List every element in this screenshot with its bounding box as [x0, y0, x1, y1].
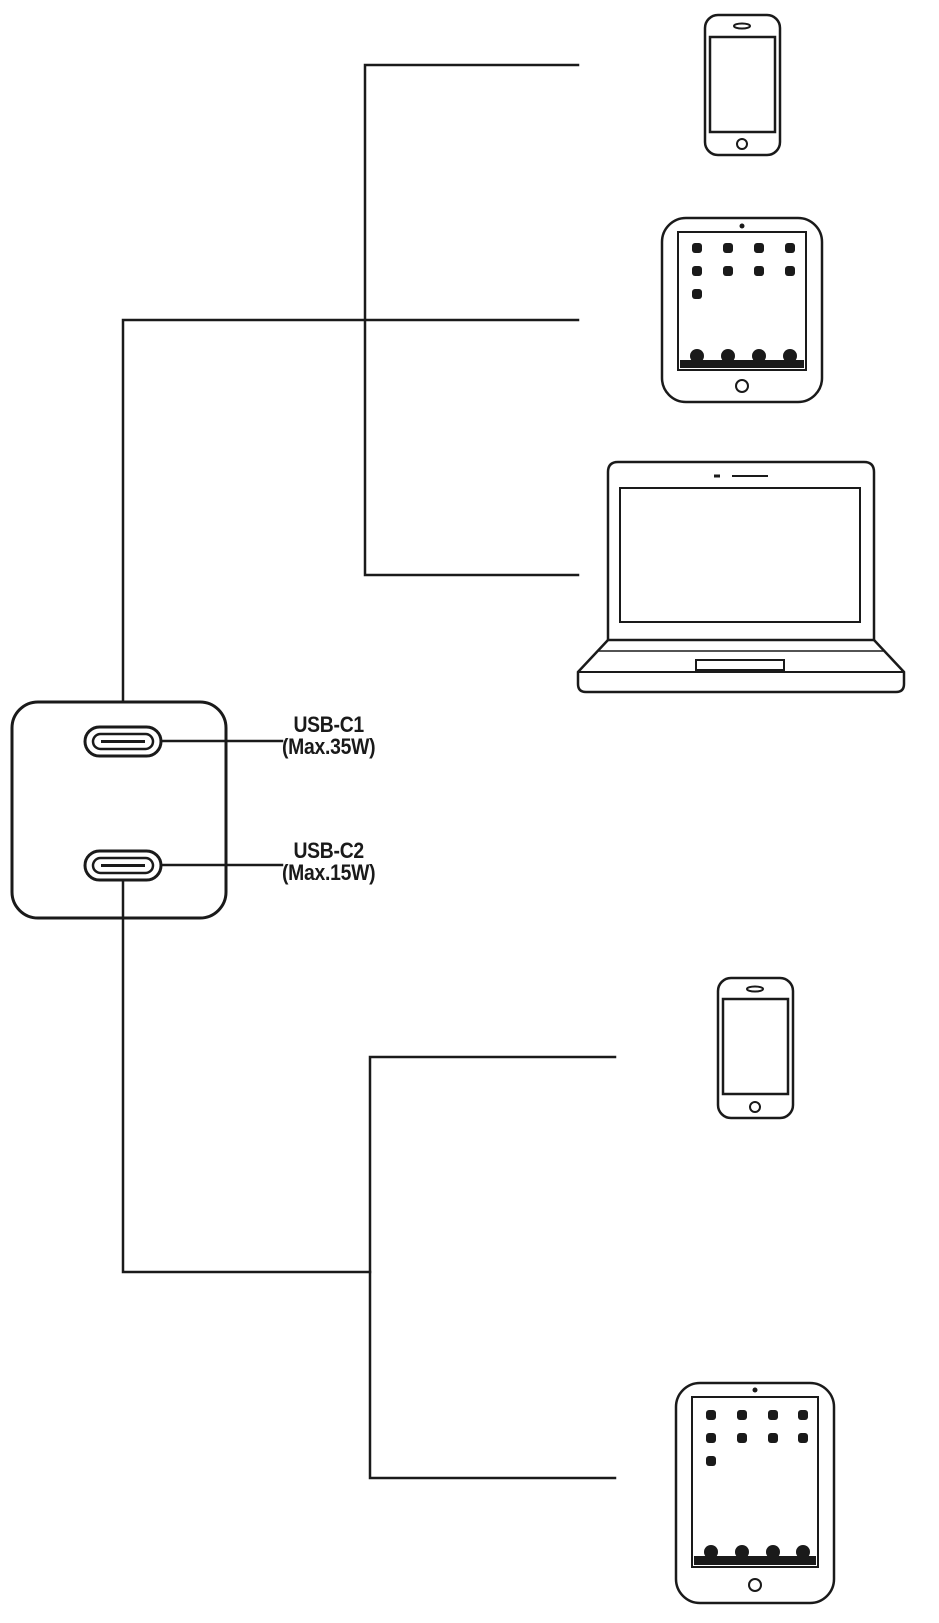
tablet-icon	[660, 216, 824, 404]
usb-c2-label: USB-C2 (Max.15W)	[282, 838, 376, 885]
charger	[10, 700, 228, 920]
tablet-icon	[674, 1381, 836, 1605]
port1-cable	[121, 318, 580, 704]
port2-branch	[368, 1055, 617, 1480]
usb-c2-port	[83, 849, 163, 882]
phone-icon	[716, 976, 795, 1120]
usb-c1-name: USB-C1	[293, 712, 364, 737]
usb-c1-max-power: (Max.35W)	[282, 734, 376, 759]
laptop-icon	[576, 460, 906, 694]
phone-icon	[703, 13, 782, 157]
usb-c2-name: USB-C2	[293, 838, 364, 863]
port1-branch	[363, 63, 580, 577]
usb-c1-port	[83, 725, 163, 758]
usb-c1-label: USB-C1 (Max.35W)	[282, 712, 376, 759]
usb-c2-max-power: (Max.15W)	[282, 860, 376, 885]
port2-cable	[121, 880, 372, 1274]
charger-body	[10, 700, 228, 920]
